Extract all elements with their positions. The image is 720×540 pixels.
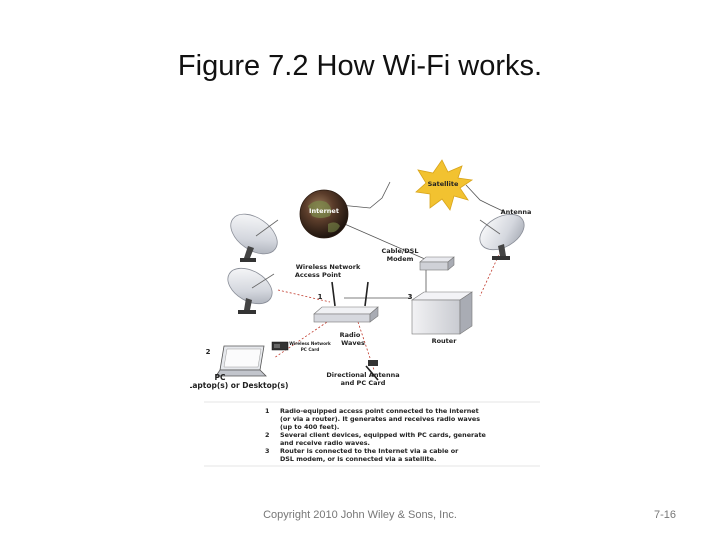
legend: 1 Radio-equipped access point connected … xyxy=(204,401,540,467)
satellite-dish-icon xyxy=(230,213,279,262)
slide-title: Figure 7.2 How Wi-Fi works. xyxy=(177,50,543,82)
wap-laptop-dashed xyxy=(273,319,331,359)
modem-icon xyxy=(419,256,455,271)
marker-2: 2 xyxy=(206,348,211,356)
legend-num-2: 2 xyxy=(265,431,269,439)
router-label: Router xyxy=(432,337,458,345)
satellite-icon xyxy=(415,159,474,211)
internet-globe-icon xyxy=(299,189,349,239)
satellite-internet-line xyxy=(339,181,391,209)
legend-1-line-1: Radio-equipped access point connected to… xyxy=(280,407,479,415)
legend-num-1: 1 xyxy=(265,407,269,415)
radio-waves-label-line-1: Radio xyxy=(340,331,361,339)
modem-label-line-1: Cable/DSL xyxy=(381,247,418,255)
directional-label-line-1: Directional Antenna xyxy=(326,371,399,379)
wifi-diagram: Satellite Internet Antenna Cable/DSL Mod… xyxy=(190,159,540,467)
legend-2-line-2: and receive radio waves. xyxy=(280,439,370,447)
legend-3-line-2: DSL modem, or is connected via a satelli… xyxy=(280,455,436,463)
internet-label: Internet xyxy=(309,207,339,215)
laptop-icon xyxy=(215,345,267,377)
wap-label-line-1: Wireless Network xyxy=(296,263,361,271)
pc-card-label-line-2: PC Card xyxy=(301,347,320,352)
pc-label-line-2: Laptop(s) or Desktop(s) xyxy=(190,381,288,390)
wap-directional-dashed xyxy=(357,321,375,371)
marker-3: 3 xyxy=(408,293,413,301)
satellite-dish-icon xyxy=(227,267,275,314)
pc-card-icon xyxy=(271,341,289,351)
legend-3-line-1: Router is connected to the Internet via … xyxy=(280,447,459,455)
pc-card-label-line-1: Wireless Network xyxy=(289,341,331,346)
antenna-router-dashed xyxy=(479,247,503,297)
pc-label-line-1: PC xyxy=(214,373,225,382)
legend-2-line-1: Several client devices, equipped with PC… xyxy=(280,431,487,439)
internet-modem-line xyxy=(339,221,435,264)
legend-1-line-3: (up to 400 feet). xyxy=(280,423,339,431)
page-number: 7-16 xyxy=(653,509,676,521)
directional-label-line-2: and PC Card xyxy=(341,379,386,387)
modem-label-line-2: Modem xyxy=(387,255,414,263)
satellite-antenna-line xyxy=(465,184,506,213)
marker-1: 1 xyxy=(318,293,323,301)
wap-label-line-2: Access Point xyxy=(295,271,341,279)
directional-antenna-icon xyxy=(365,360,379,381)
antenna-label: Antenna xyxy=(501,208,532,216)
dish-wap-dashed xyxy=(277,289,331,303)
router-icon xyxy=(411,291,473,335)
legend-1-line-2: (or via a router). It generates and rece… xyxy=(280,415,480,423)
satellite-label: Satellite xyxy=(428,180,459,188)
antenna-dish-icon xyxy=(479,213,525,260)
access-point-icon xyxy=(313,281,379,323)
footer-copyright: Copyright 2010 John Wiley & Sons, Inc. xyxy=(263,509,457,521)
radio-waves-label-line-2: Waves xyxy=(341,339,365,347)
legend-num-3: 3 xyxy=(265,447,269,455)
